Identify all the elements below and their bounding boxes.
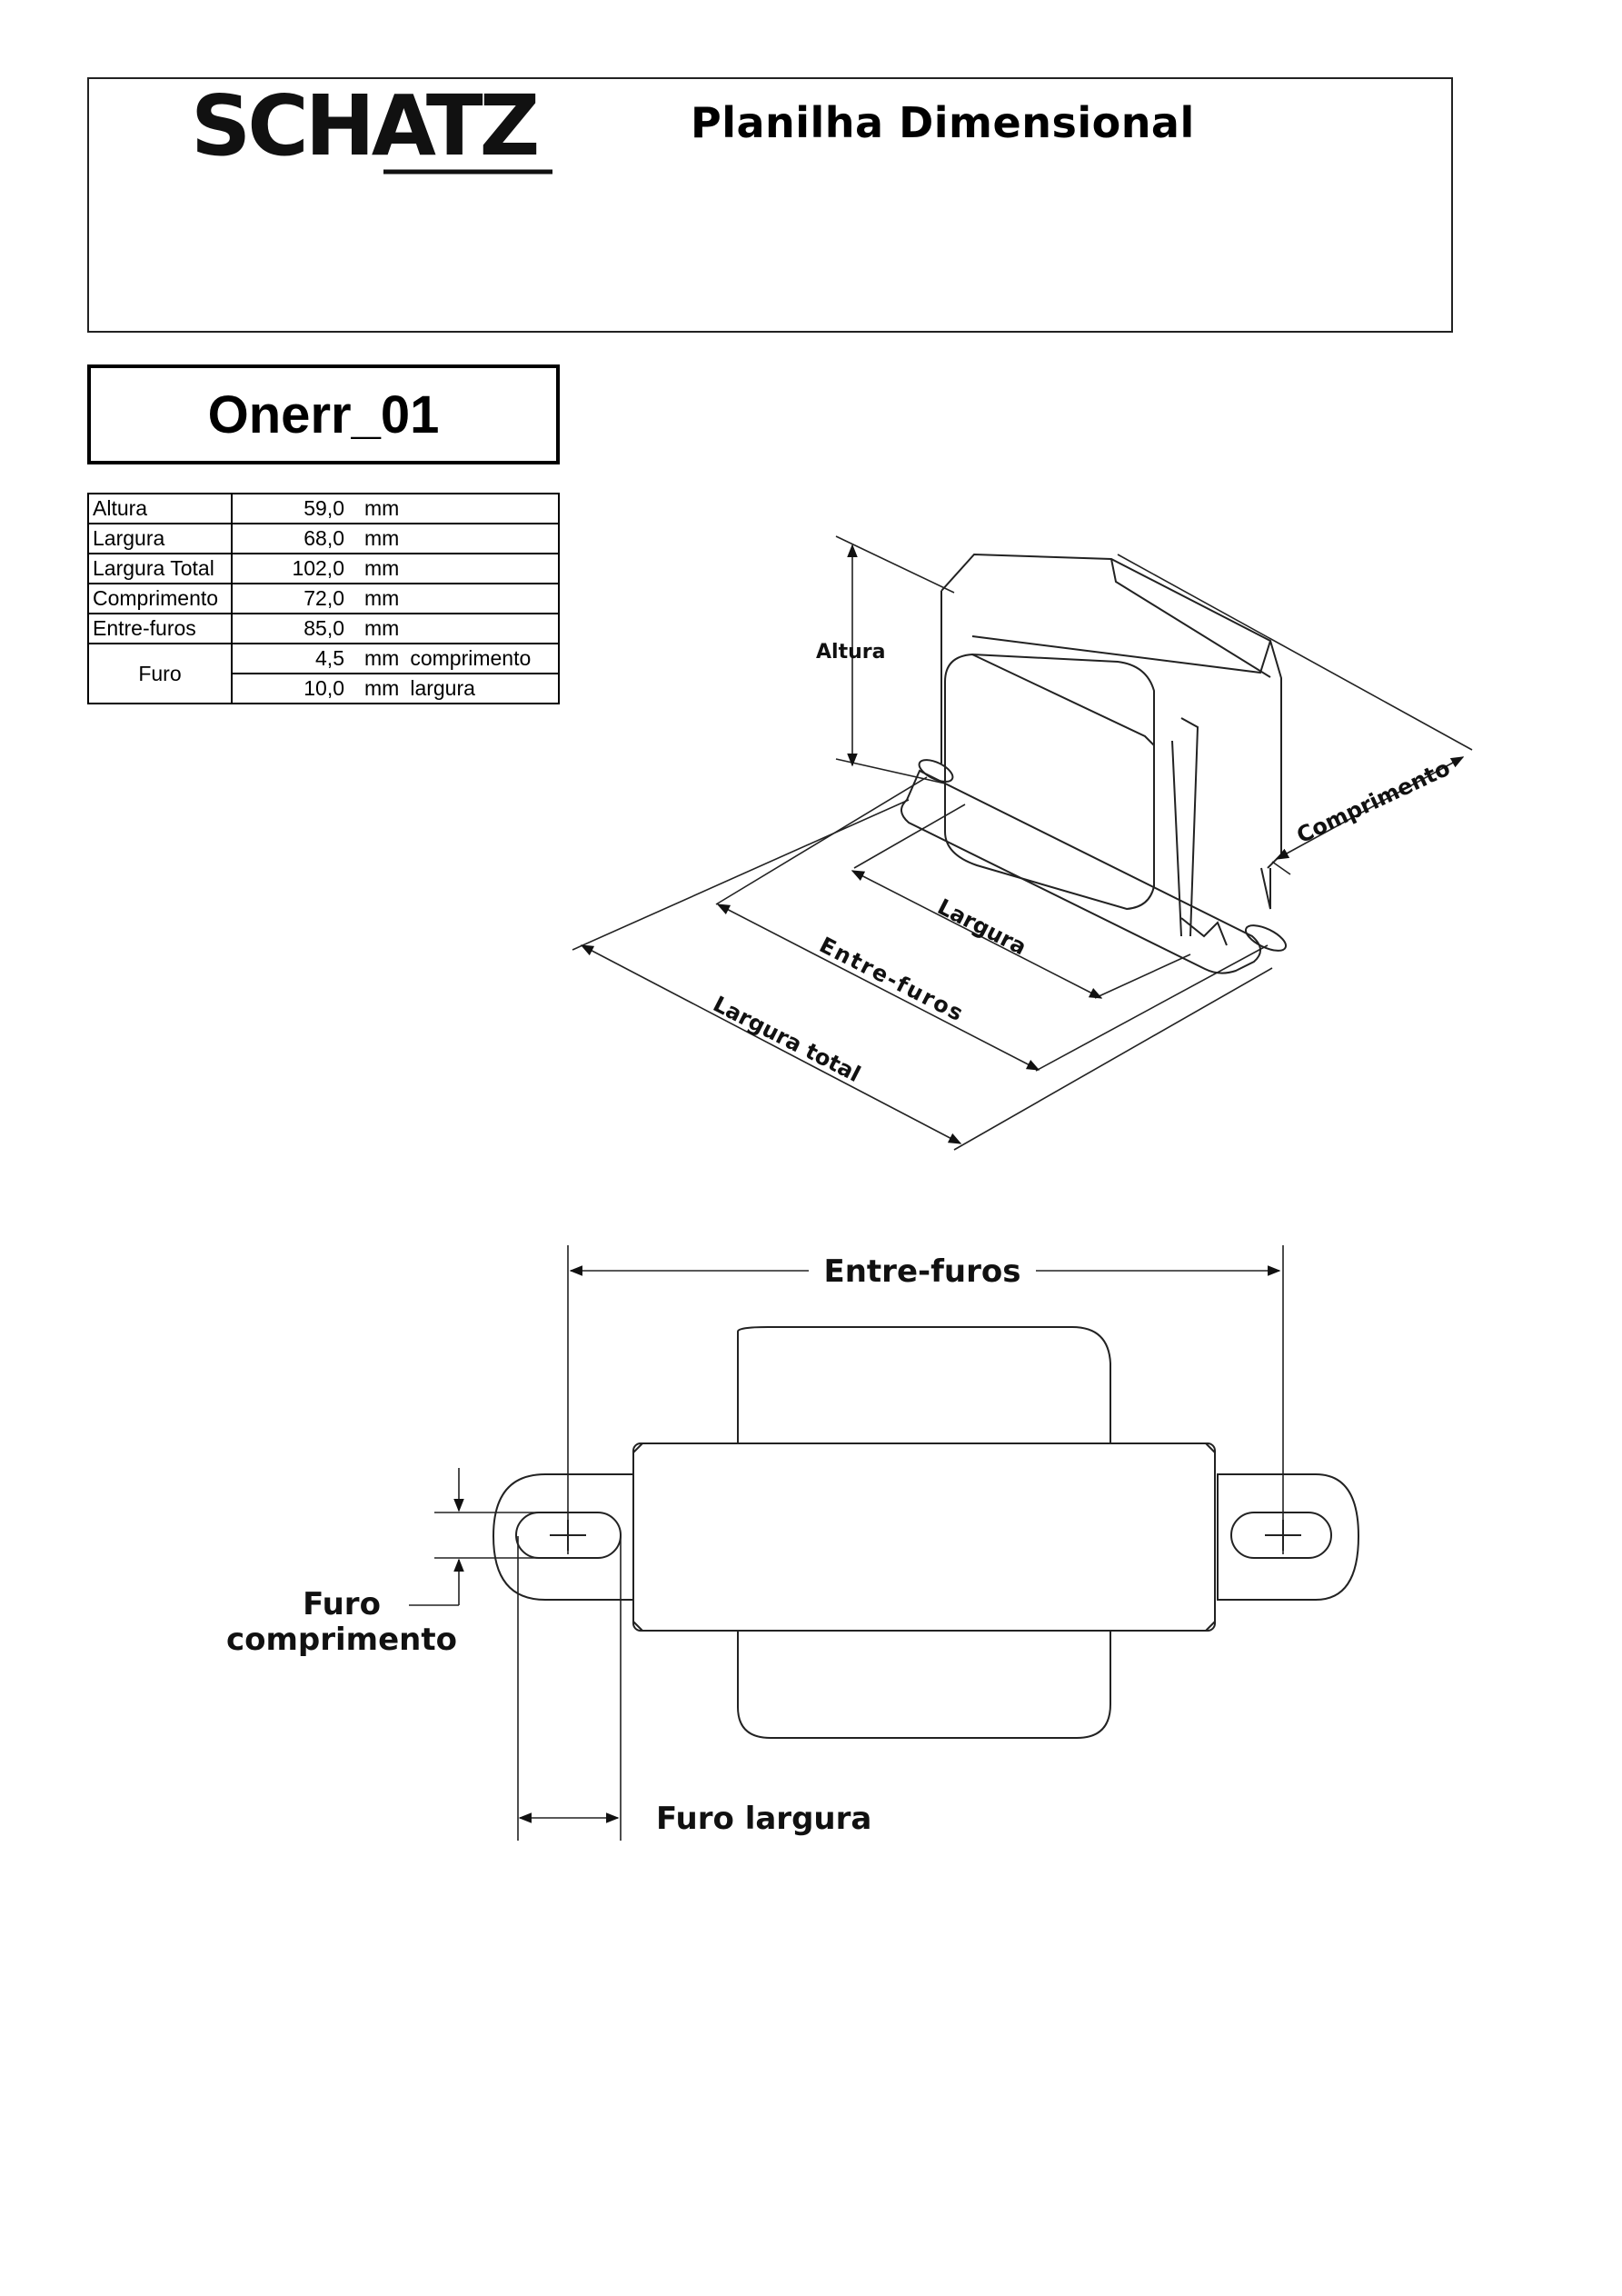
top-coil-outline xyxy=(737,1326,1111,1739)
dim-value: 102,0 xyxy=(231,553,352,584)
dim-unit: mm xyxy=(352,583,560,614)
furo-value: 10,0 xyxy=(231,673,352,704)
dim-unit: mm xyxy=(352,523,560,554)
table-row: Comprimento 72,0 mm xyxy=(87,583,560,614)
iso-label-comprimento: Comprimento xyxy=(1293,755,1454,849)
dim-unit: mm xyxy=(352,553,560,584)
model-box: Onerr_01 xyxy=(87,364,560,464)
iso-coil-block xyxy=(944,653,1155,911)
table-row: Entre-furos 85,0 mm xyxy=(87,613,560,644)
isometric-view xyxy=(901,553,1288,974)
dimensions-table: Altura 59,0 mm Largura 68,0 mm Largura T… xyxy=(87,493,560,704)
iso-label-altura: Altura xyxy=(816,641,885,664)
iso-label-largura: Largura xyxy=(933,893,1030,960)
dim-label: Altura xyxy=(87,493,233,524)
iso-dimensions xyxy=(572,535,1473,1151)
table-row: Largura 68,0 mm xyxy=(87,523,560,554)
furo-value: 4,5 xyxy=(231,643,352,674)
top-label-furo: Furo xyxy=(303,1586,381,1622)
iso-mount-hole-right xyxy=(1244,924,1288,952)
dim-value: 68,0 xyxy=(231,523,352,554)
header-box xyxy=(87,77,1453,333)
dim-label: Entre-furos xyxy=(87,613,233,644)
schatz-logo: SCHATZ ® xyxy=(191,82,552,175)
dim-label: Largura Total xyxy=(87,553,233,584)
largura-total-dim-line xyxy=(580,944,962,1144)
top-label-comprimento: comprimento xyxy=(226,1622,457,1658)
iso-mount-hole-left xyxy=(918,759,954,783)
top-label-furo-largura: Furo largura xyxy=(656,1801,871,1837)
dim-unit: mm xyxy=(352,613,560,644)
top-label-entre-furos: Entre-furos xyxy=(824,1253,1021,1290)
iso-rear-frame xyxy=(940,553,1282,869)
dim-unit: mm xyxy=(352,493,560,524)
model-name: Onerr_01 xyxy=(207,384,440,444)
top-view xyxy=(492,1326,1360,1739)
dim-value: 72,0 xyxy=(231,583,352,614)
iso-label-entre-furos: Entre-furos xyxy=(815,932,969,1026)
table-row: Largura Total 102,0 mm xyxy=(87,553,560,584)
document-title: Planilha Dimensional xyxy=(691,98,1195,147)
table-row: Altura 59,0 mm xyxy=(87,493,560,524)
dim-value: 59,0 xyxy=(231,493,352,524)
dim-label: Comprimento xyxy=(87,583,233,614)
comprimento-dim-line xyxy=(1275,756,1465,860)
top-frame xyxy=(632,1442,1216,1632)
dim-value: 85,0 xyxy=(231,613,352,644)
logo-wordmark: SCHATZ xyxy=(191,82,537,175)
iso-label-largura-total: Largura total xyxy=(709,991,864,1087)
top-dimensions xyxy=(409,1245,1284,1841)
iso-base-plate xyxy=(901,769,1261,974)
furo-label: Furo xyxy=(87,643,233,704)
dim-label: Largura xyxy=(87,523,233,554)
